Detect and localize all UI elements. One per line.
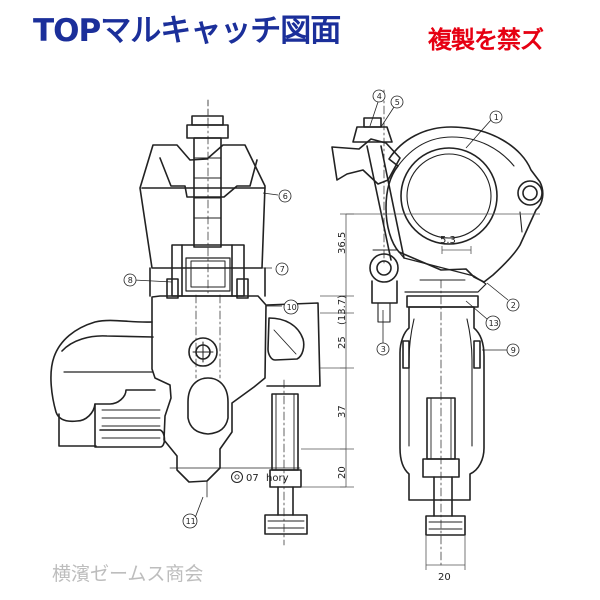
svg-text:9: 9 (511, 346, 516, 355)
left-coupler-body (50, 294, 321, 546)
svg-text:7: 7 (280, 265, 285, 274)
svg-text:13: 13 (489, 319, 499, 328)
dimension-20-left: 20 (337, 466, 348, 479)
page-title: TOPマルキャッチ図面 (33, 13, 341, 49)
copy-prohibited-notice: 複製を禁ズ (428, 26, 544, 54)
callout-4: 4 (372, 89, 386, 103)
callout-5: 5 (390, 95, 404, 109)
callout-leaders (133, 101, 509, 519)
body-stamp: 07 hory (231, 471, 289, 484)
stamp-brand: hory (266, 473, 289, 484)
left-clamp-view (139, 99, 266, 299)
dimension-20-bottom: 20 (438, 572, 451, 583)
dimension-36-5: 36.5 (337, 232, 348, 254)
dimension-25: 25 (337, 336, 348, 349)
svg-text:10: 10 (287, 303, 297, 312)
callout-13: 13 (485, 315, 501, 331)
callout-10: 10 (283, 299, 299, 315)
dimension-37: 37 (337, 405, 348, 418)
svg-text:2: 2 (511, 301, 516, 310)
svg-text:4: 4 (377, 92, 382, 101)
dimension-5-3: 5.3 (440, 235, 456, 246)
callout-8: 8 (123, 273, 137, 287)
callout-7: 7 (275, 262, 289, 276)
right-lower-assembly (399, 279, 485, 566)
right-clamp-view (331, 89, 544, 323)
watermark-company: 横濱ゼームス商会 (52, 563, 204, 585)
callout-9: 9 (506, 343, 520, 357)
dimension-lines (301, 213, 540, 570)
callout-6: 6 (278, 189, 292, 203)
svg-text:8: 8 (128, 276, 133, 285)
stamp-number: 07 (246, 473, 259, 484)
dimension-13-7: (13.7) (337, 295, 348, 325)
callouts: 1 2 3 4 5 6 7 (123, 89, 520, 529)
callout-1: 1 (489, 110, 503, 124)
svg-text:6: 6 (283, 192, 288, 201)
callout-3: 3 (376, 342, 390, 356)
svg-text:3: 3 (381, 345, 386, 354)
svg-text:11: 11 (186, 517, 196, 526)
svg-text:1: 1 (494, 113, 499, 122)
dimension-labels: 36.5 5.3 (13.7) 25 37 20 20 (337, 232, 456, 583)
callout-11: 11 (182, 513, 198, 529)
callout-2: 2 (506, 298, 520, 312)
svg-text:5: 5 (395, 98, 400, 107)
